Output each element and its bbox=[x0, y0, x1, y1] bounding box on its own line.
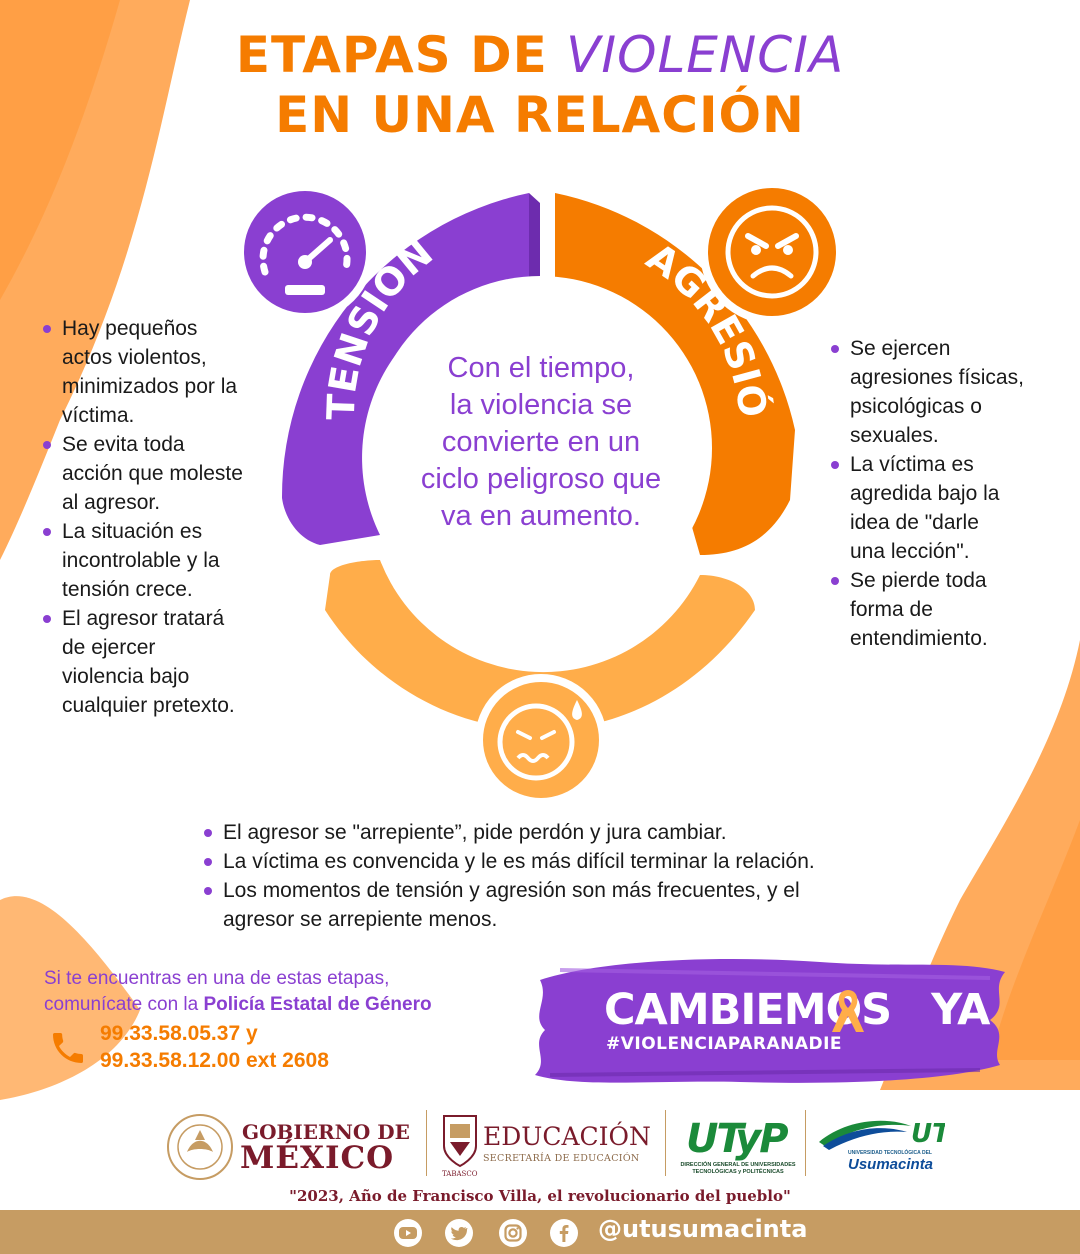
educacion-title: EDUCACIÓN bbox=[483, 1122, 651, 1151]
list-item: El agresor se "arrepiente”, pide perdón … bbox=[203, 818, 903, 847]
mexico-seal-icon bbox=[167, 1114, 233, 1180]
reconciliacion-list: El agresor se "arrepiente”, pide perdón … bbox=[203, 818, 903, 934]
center-text-line: la violencia se bbox=[449, 389, 633, 421]
divider bbox=[665, 1110, 666, 1176]
ut-usumacinta-logo: UT bbox=[819, 1119, 945, 1150]
ut-name: Usumacinta bbox=[848, 1156, 934, 1173]
contact-line-2: comunícate con la Policía Estatal de Gén… bbox=[44, 994, 432, 1015]
ut-subtitle: UNIVERSIDAD TECNOLÓGICA DEL bbox=[848, 1150, 932, 1156]
footer-bar bbox=[0, 1210, 1080, 1254]
phone-numbers: 99.33.58.05.37 y 99.33.58.12.00 ext 2608 bbox=[100, 1020, 329, 1074]
phone-number[interactable]: 99.33.58.12.00 ext 2608 bbox=[100, 1049, 329, 1072]
sad-face-icon bbox=[475, 674, 607, 806]
campaign-hashtag: #VIOLENCIAPARANADIE bbox=[606, 1034, 843, 1054]
phone-icon bbox=[53, 1033, 83, 1063]
center-text-line: va en aumento. bbox=[441, 500, 641, 532]
page-title-line-1: ETAPAS DE VIOLENCIA bbox=[235, 26, 845, 84]
awareness-ribbon-icon bbox=[832, 990, 864, 1032]
phone-number[interactable]: 99.33.58.05.37 y bbox=[100, 1022, 258, 1045]
year-quote: "2023, Año de Francisco Villa, el revolu… bbox=[289, 1187, 791, 1205]
angry-face-icon bbox=[700, 180, 844, 324]
campaign-brush-banner bbox=[535, 959, 1005, 1083]
gobierno-line-2: MÉXICO bbox=[240, 1140, 395, 1176]
speedometer-icon bbox=[236, 183, 374, 321]
center-text-line: convierte en un bbox=[441, 426, 641, 458]
social-handle[interactable]: @utusumacinta bbox=[598, 1215, 808, 1243]
tension-segment bbox=[281, 193, 529, 545]
page-title-line-2: EN UNA RELACIÓN bbox=[275, 86, 805, 144]
list-item: La víctima es convencida y le es más dif… bbox=[203, 847, 903, 876]
youtube-icon[interactable] bbox=[393, 1218, 423, 1248]
utp-logo: UTyP bbox=[686, 1116, 789, 1162]
twitter-icon[interactable] bbox=[444, 1218, 474, 1248]
cycle-center-text: Con el tiempo, la violencia se convierte… bbox=[396, 350, 686, 535]
educacion-state: TABASCO bbox=[442, 1170, 478, 1178]
divider bbox=[805, 1110, 806, 1176]
center-text-line: Con el tiempo, bbox=[447, 352, 635, 384]
reconciliacion-segment bbox=[325, 560, 755, 730]
divider bbox=[426, 1110, 427, 1176]
contact-line-1: Si te encuentras en una de estas etapas, bbox=[44, 968, 390, 989]
police-name: Policía Estatal de Género bbox=[203, 994, 432, 1015]
svg-text:UT: UT bbox=[911, 1119, 945, 1149]
tabasco-shield-icon bbox=[443, 1115, 477, 1168]
agresion-segment bbox=[555, 193, 795, 555]
educacion-subtitle: SECRETARÍA DE EDUCACIÓN bbox=[483, 1153, 640, 1164]
center-text-line: ciclo peligroso que bbox=[420, 463, 662, 495]
utp-subtitle: DIRECCIÓN GENERAL DE UNIVERSIDADES TECNO… bbox=[680, 1162, 796, 1175]
facebook-icon[interactable] bbox=[549, 1218, 579, 1248]
list-item: Los momentos de tensión y agresión son m… bbox=[203, 876, 903, 934]
title-accent-word: VIOLENCIA bbox=[566, 26, 845, 84]
violence-cycle-diagram: TENSIÓN AGRESIÓN RECONCILIACIÓN bbox=[236, 180, 844, 806]
gobierno-line-1: GOBIERNO DE bbox=[242, 1120, 410, 1144]
contact-info: Si te encuentras en una de estas etapas,… bbox=[44, 966, 432, 1018]
instagram-icon[interactable] bbox=[498, 1218, 528, 1248]
